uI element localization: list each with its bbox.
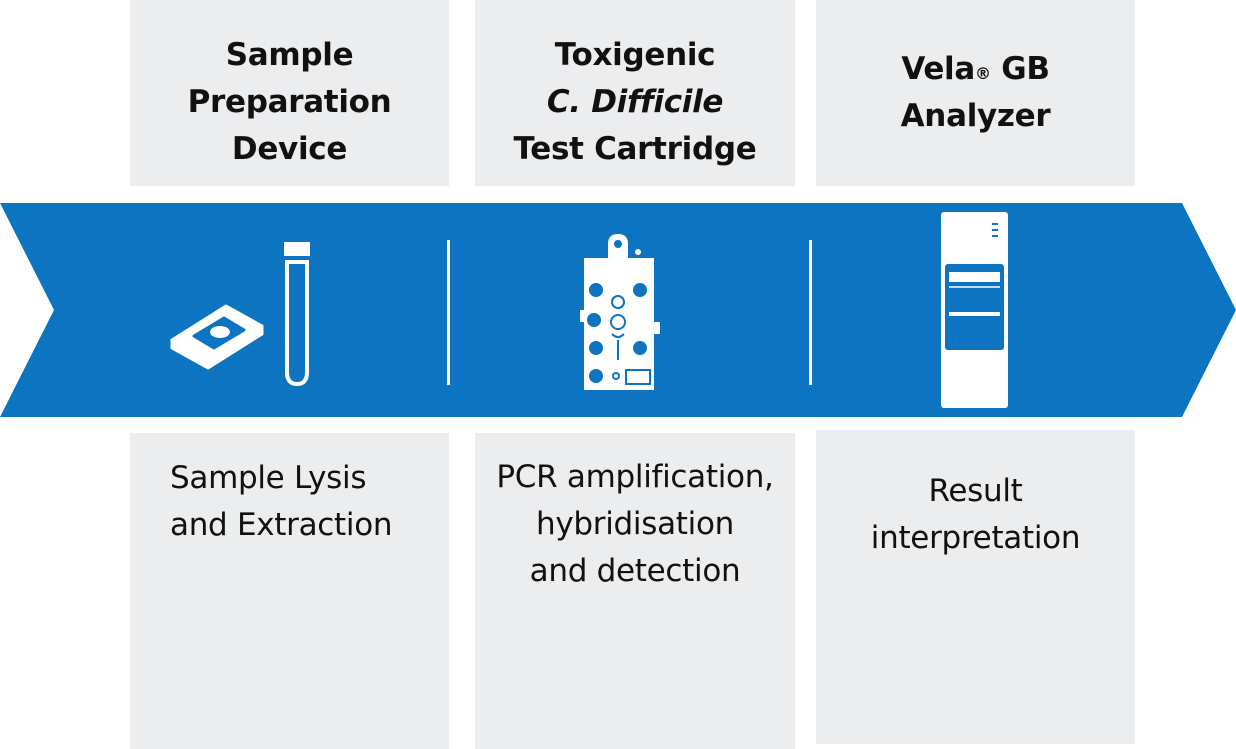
step-divider [809,240,812,385]
step-2-title-line: Toxigenic [554,36,716,73]
step-1-description: Sample Lysis and Extraction [170,455,393,549]
registered-mark: ® [975,64,991,83]
test-cartridge-icon [580,234,660,390]
model-name: GB [990,51,1050,87]
step-2-description-box: PCR amplification, hybridisation and det… [475,433,795,749]
step-3-description-line: interpretation [870,520,1081,556]
brand-name: Vela [901,51,975,87]
prep-device-icon [170,304,264,370]
step-3-title: Vela® GB Analyzer [901,46,1051,140]
step-3-description: Result interpretation [816,468,1135,562]
organism-name: C. Difficile [546,83,724,120]
step-1-title-line: Sample [225,36,354,73]
step-1-description-line: and Extraction [170,507,393,543]
step-1-title-line: Device [231,130,348,167]
sample-tube-icon [284,242,310,387]
step-3-description-line: Result [928,473,1023,509]
step-1-title-box: Sample Preparation Device [130,0,449,186]
step-2-title-line: C. Difficile [513,79,756,126]
step-3-description-box: Result interpretation [816,430,1135,744]
step-2-title-box: Toxigenic C. Difficile Test Cartridge [475,0,795,186]
step-1-title: Sample Preparation Device [188,32,392,173]
step-3-title-line: Analyzer [900,98,1051,134]
step-2-title-line: Test Cartridge [513,130,757,167]
step-1-description-box: Sample Lysis and Extraction [130,433,449,749]
analyzer-icon [941,212,1008,408]
step-3-title-line: Vela® GB [901,46,1051,93]
step-3-title-box: Vela® GB Analyzer [816,0,1135,186]
sample-prep-icon [170,242,310,387]
step-2-description-line: PCR amplification, [496,459,774,495]
step-1-title-line: Preparation [187,83,392,120]
step-2-title: Toxigenic C. Difficile Test Cartridge [513,32,756,173]
step-1-description-line: Sample Lysis [170,460,367,496]
step-2-description: PCR amplification, hybridisation and det… [475,454,795,595]
step-2-description-line: and detection [529,553,741,589]
step-divider [447,240,450,385]
step-2-description-line: hybridisation [536,506,734,542]
